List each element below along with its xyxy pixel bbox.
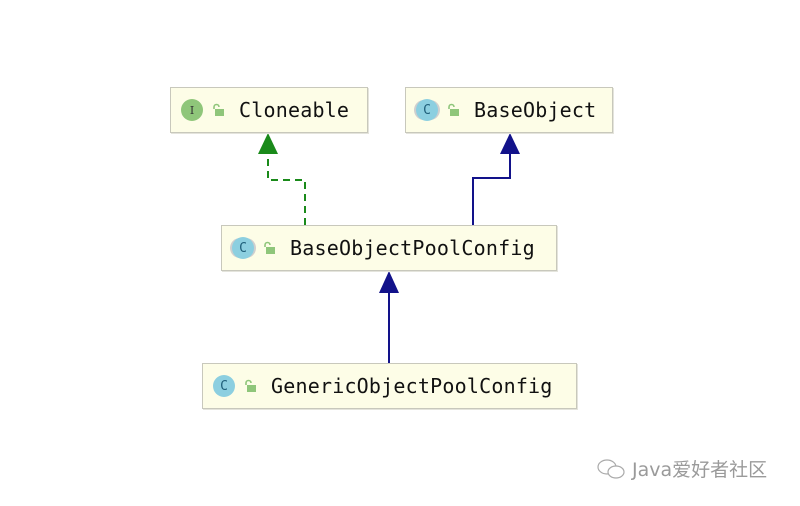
unlocked-icon: [448, 103, 459, 116]
watermark: Java爱好者社区: [596, 455, 767, 482]
class-icon: C: [213, 375, 235, 397]
unlocked-icon: [213, 103, 224, 116]
extends-edge-baseobject: [472, 152, 511, 225]
node-name: BaseObject: [474, 98, 597, 122]
node-name: GenericObjectPoolConfig: [271, 374, 553, 398]
wechat-icon: [597, 458, 625, 479]
implements-arrowhead: [258, 133, 278, 154]
interface-icon: I: [181, 99, 203, 121]
extends-arrowhead-basepoolconfig: [379, 271, 399, 293]
implements-edge: [267, 152, 306, 225]
unlocked-icon: [245, 379, 256, 392]
node-baseobjectpoolconfig[interactable]: C BaseObjectPoolConfig: [221, 225, 557, 271]
node-name: BaseObjectPoolConfig: [290, 236, 535, 260]
abstract-class-icon: C: [232, 237, 254, 259]
watermark-text: Java爱好者社区: [632, 459, 768, 481]
node-baseobject[interactable]: C BaseObject: [405, 87, 613, 133]
abstract-class-icon: C: [416, 99, 438, 121]
node-name: Cloneable: [239, 98, 350, 122]
extends-arrowhead-baseobject: [500, 133, 520, 154]
node-genericobjectpoolconfig[interactable]: C GenericObjectPoolConfig: [202, 363, 577, 409]
unlocked-icon: [264, 241, 275, 254]
node-cloneable[interactable]: I Cloneable: [170, 87, 368, 133]
